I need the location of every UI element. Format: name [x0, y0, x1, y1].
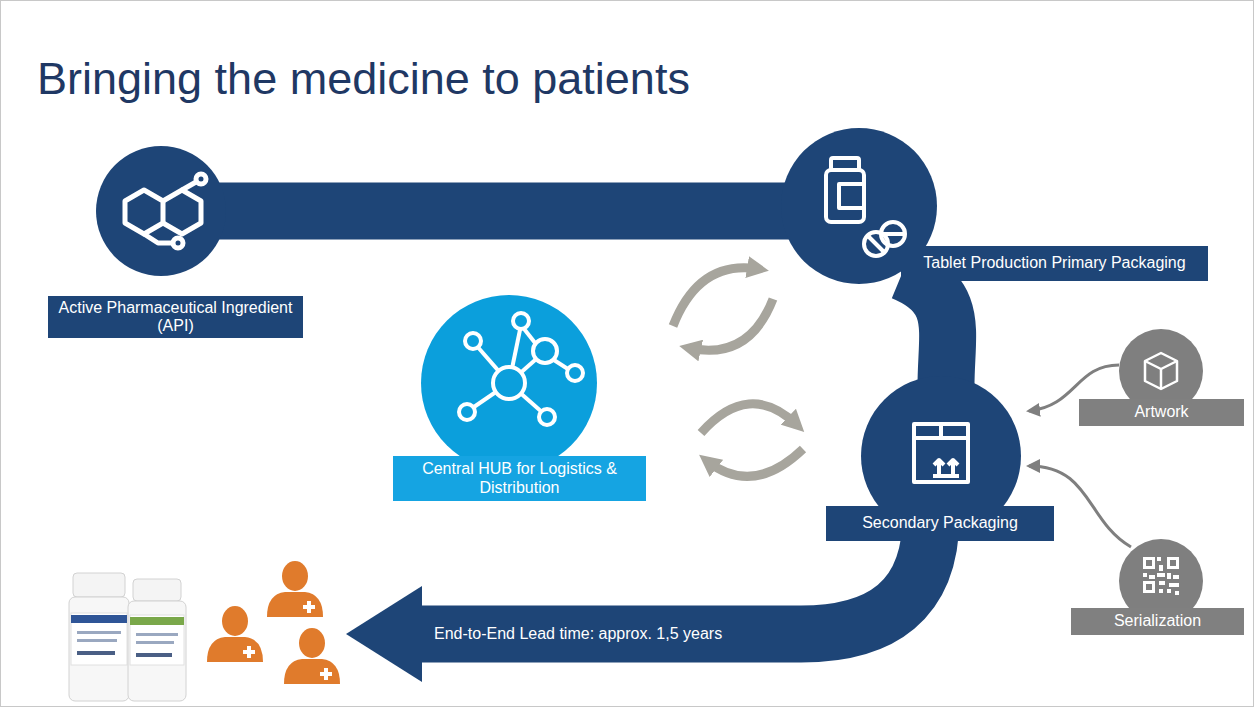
flow-band [903, 272, 948, 386]
node-label: Secondary Packaging [862, 514, 1018, 532]
label-box: Artwork [1079, 399, 1244, 426]
process-circle: Artwork [1119, 329, 1203, 413]
network-icon [421, 295, 597, 471]
process-circle: Serialization [1119, 539, 1203, 623]
process-circle: Central HUB for Logistics & Distribution [421, 295, 597, 471]
label-box: Central HUB for Logistics & Distribution [393, 456, 646, 501]
flow-band [216, 183, 791, 240]
cycle-arrow [689, 299, 773, 350]
process-circle: Secondary Packaging [861, 376, 1021, 536]
process-circle: Tablet Production Primary Packaging [781, 128, 937, 284]
band-label: End-to-End Lead time: approx. 1,5 years [434, 625, 722, 643]
node-label: Tablet Production Primary Packaging [923, 254, 1185, 272]
medicine-bottles [69, 573, 186, 701]
label-box: Serialization [1071, 608, 1244, 635]
node-icon [421, 295, 597, 471]
node-label: Active Pharmaceutical Ingredient (API) [54, 299, 297, 336]
slide-title: Bringing the medicine to patients [37, 53, 690, 105]
cycle-arrow [707, 449, 803, 476]
patient-icons [207, 561, 340, 684]
label-box: Active Pharmaceutical Ingredient (API) [48, 296, 303, 338]
node-label: Central HUB for Logistics & Distribution [399, 460, 640, 497]
process-circle: Active Pharmaceutical Ingredient (API) [96, 146, 226, 276]
label-box: Tablet Production Primary Packaging [901, 246, 1208, 281]
node-label: Artwork [1134, 403, 1188, 421]
cycle-arrow [701, 404, 797, 433]
cycle-arrow [673, 268, 759, 326]
flow-arrowhead [346, 586, 422, 682]
node-icon [96, 146, 226, 276]
cycle-arrows [673, 268, 803, 477]
molecule-icon [96, 146, 226, 276]
label-box: Secondary Packaging [826, 506, 1054, 541]
node-label: Serialization [1114, 612, 1201, 630]
